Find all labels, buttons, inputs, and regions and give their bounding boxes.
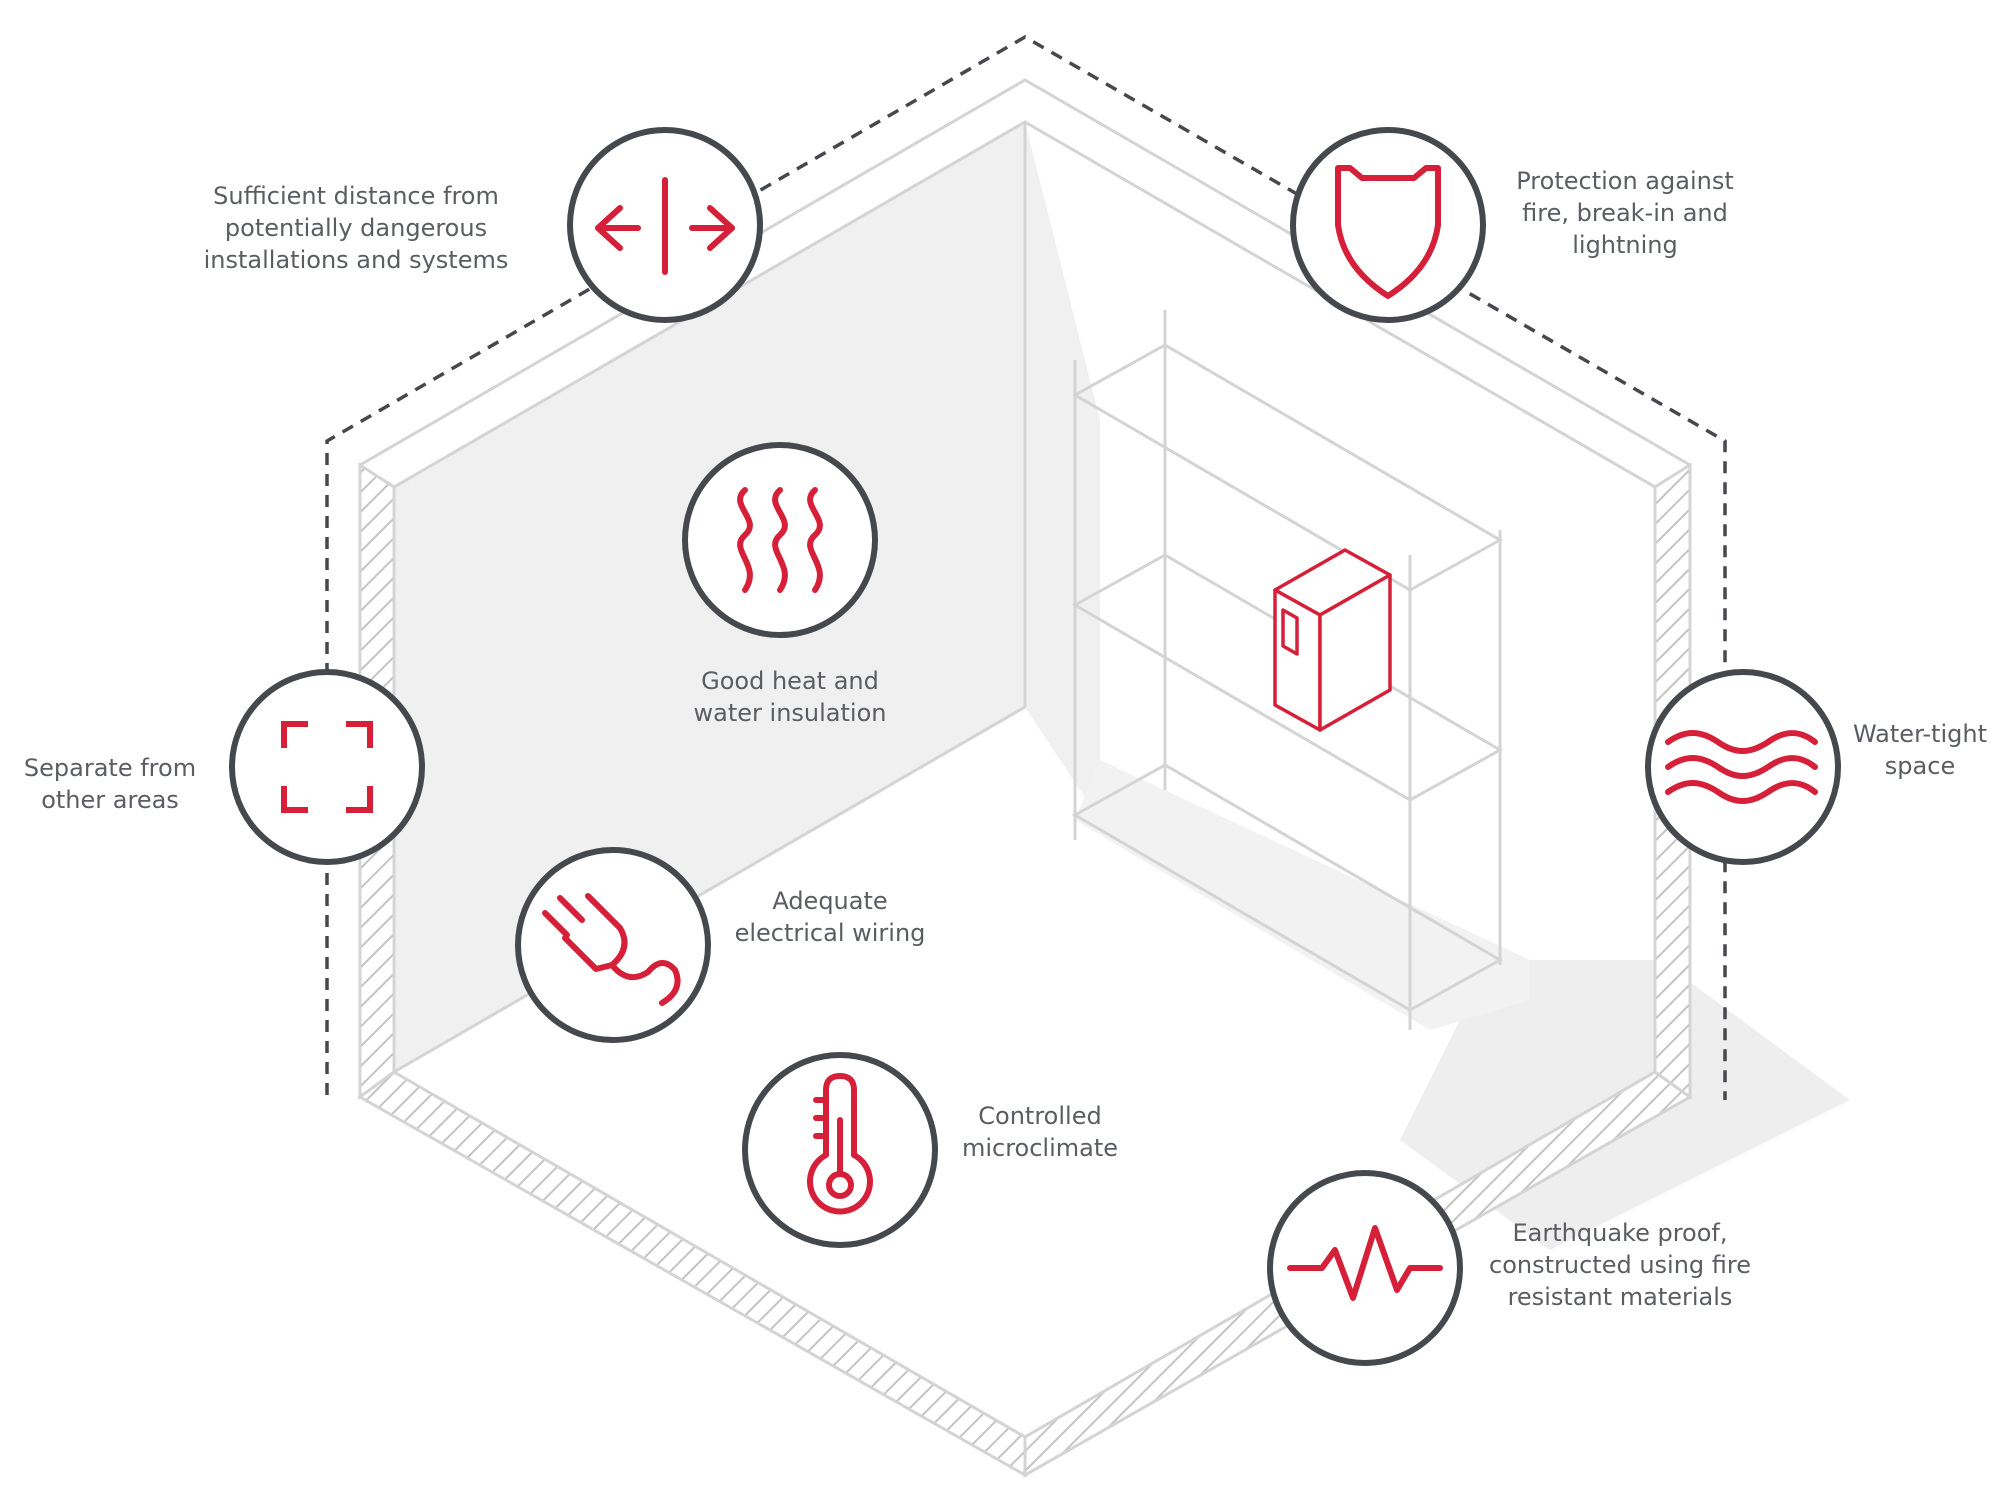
icon-circle-wiring [515, 847, 711, 1043]
icon-circle-watertight [1645, 669, 1841, 865]
label-watertight: Water-tight space [1852, 720, 1987, 780]
thermometer-icon [807, 1073, 873, 1215]
heat-waves-icon [737, 487, 823, 593]
back-right-wall-shade [1025, 122, 1100, 820]
corner-brackets-icon [281, 721, 373, 813]
label-separate: Separate from other areas [23, 754, 197, 814]
label-protection: Protection against fire, break-in and li… [1516, 167, 1734, 259]
shield-icon [1335, 165, 1441, 299]
icon-circle-insulation [682, 442, 878, 638]
icon-circle-protection [1290, 127, 1486, 323]
arrows-apart-icon [595, 177, 735, 275]
room-outline [359, 78, 1691, 1074]
seismic-wave-icon [1287, 1225, 1443, 1301]
label-insulation: Good heat and water insulation [693, 667, 887, 727]
label-climate: Controlled microclimate [961, 1102, 1119, 1162]
icon-circle-climate [742, 1052, 938, 1248]
dashed-perimeter [325, 34, 1727, 1100]
label-earthquake: Earthquake proof, constructed using fire… [1489, 1219, 1751, 1311]
plug-icon [542, 893, 681, 1006]
water-waves-icon [1665, 730, 1818, 804]
icon-circle-earthquake [1267, 1170, 1463, 1366]
shelving-unit [1071, 310, 1504, 1030]
server-cabinet [1273, 548, 1392, 732]
icon-circle-distance [567, 127, 763, 323]
shelf-shadow [1075, 760, 1530, 1030]
label-distance: Sufficient distance from potentially dan… [203, 182, 509, 274]
label-wiring: Adequate electrical wiring [734, 887, 926, 947]
icon-circle-separate [229, 669, 425, 865]
